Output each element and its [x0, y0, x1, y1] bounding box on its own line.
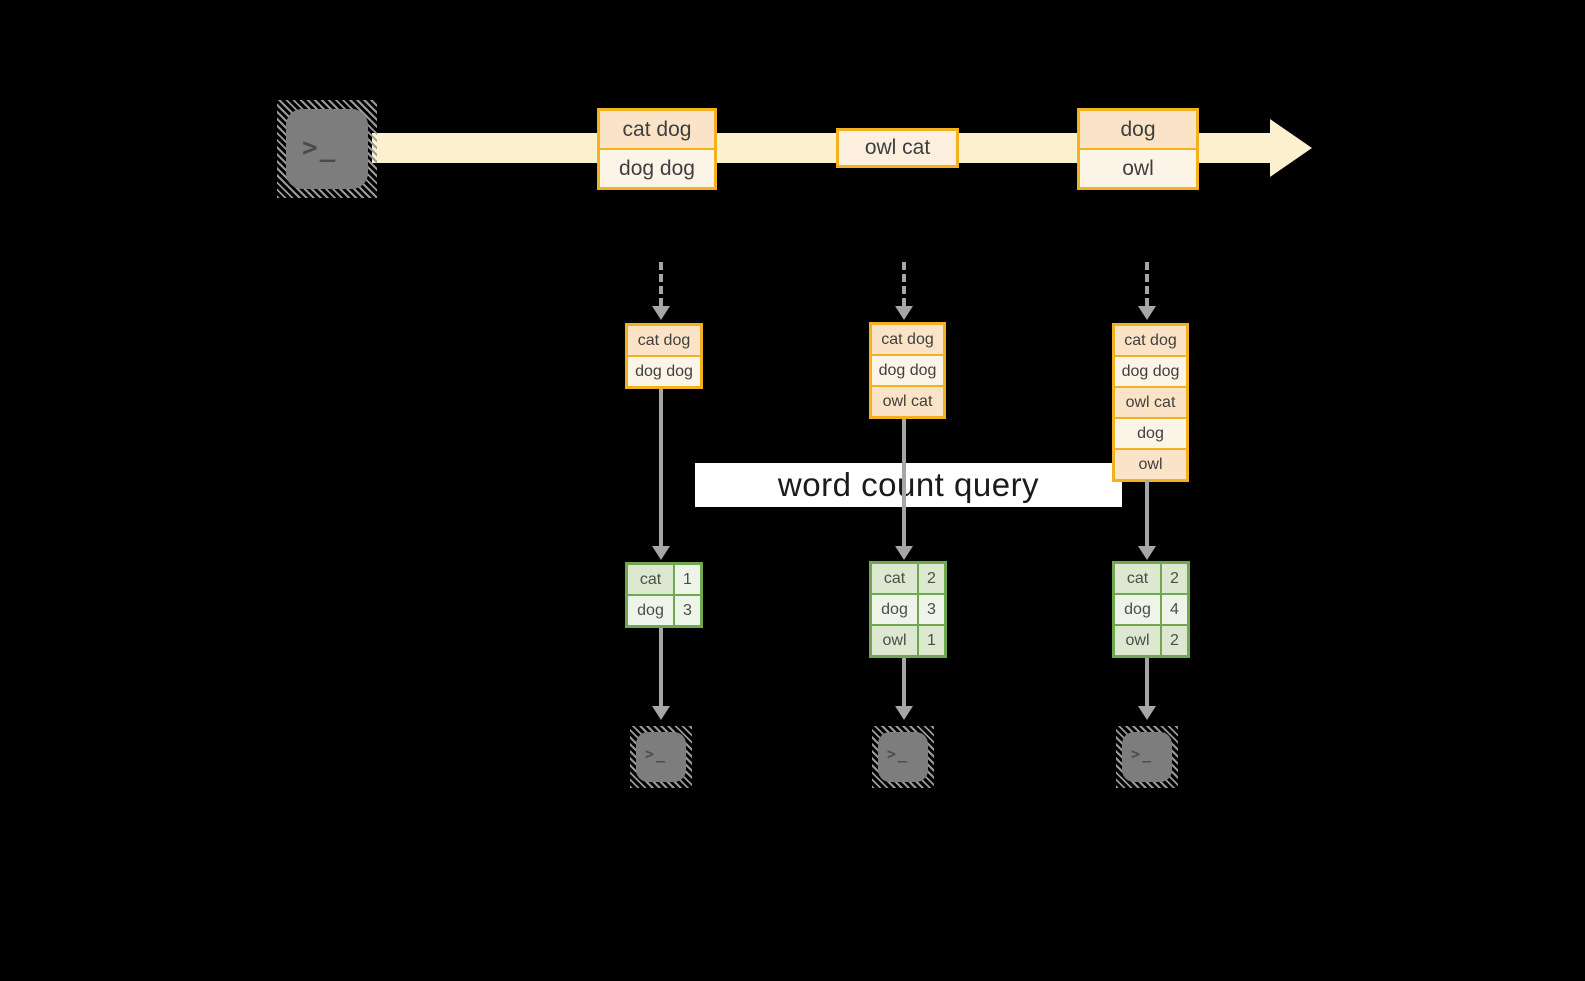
- state-row: owl cat: [872, 387, 943, 416]
- state-box-1: cat dog dog dog: [625, 323, 703, 389]
- count-value-cell: 4: [1162, 595, 1187, 624]
- stream-event-box-2: owl cat: [836, 128, 959, 168]
- sink-arrow-line-3: [1145, 658, 1149, 706]
- count-table-2: cat 2 dog 3 owl 1: [869, 561, 947, 658]
- count-row: owl 2: [1115, 626, 1187, 655]
- count-row: cat 2: [1115, 564, 1187, 593]
- terminal-icon-body: >_: [1122, 732, 1172, 782]
- state-row: cat dog: [628, 326, 700, 355]
- count-value-cell: 2: [1162, 564, 1187, 593]
- sink-arrow-line-2: [902, 658, 906, 706]
- state-row: owl cat: [1115, 388, 1186, 417]
- count-value-cell: 3: [675, 596, 700, 625]
- state-row: dog: [1115, 419, 1186, 448]
- dashed-arrowhead-icon-2: [895, 306, 913, 320]
- query-arrowhead-icon-2: [895, 546, 913, 560]
- state-row: cat dog: [1115, 326, 1186, 355]
- sink-arrowhead-icon-2: [895, 706, 913, 720]
- dashed-arrow-line-2: [902, 262, 906, 306]
- count-value-cell: 3: [919, 595, 944, 624]
- sink-arrow-line-1: [659, 628, 663, 706]
- count-value-cell: 2: [919, 564, 944, 593]
- dashed-arrowhead-icon-3: [1138, 306, 1156, 320]
- count-word-cell: dog: [872, 595, 917, 624]
- event-row: dog dog: [600, 150, 714, 187]
- sink-terminal-icon-1: >_: [630, 726, 692, 788]
- count-value-cell: 1: [919, 626, 944, 655]
- sink-terminal-icon-2: >_: [872, 726, 934, 788]
- terminal-icon-body: >_: [636, 732, 686, 782]
- state-box-2: cat dog dog dog owl cat: [869, 322, 946, 419]
- count-row: cat 1: [628, 565, 700, 594]
- count-row: owl 1: [872, 626, 944, 655]
- query-arrow-line-1: [659, 389, 663, 546]
- count-row: dog 3: [628, 596, 700, 625]
- event-row: owl cat: [839, 131, 956, 165]
- count-row: dog 3: [872, 595, 944, 624]
- query-arrowhead-icon-1: [652, 546, 670, 560]
- terminal-icon-body: >_: [878, 732, 928, 782]
- dashed-arrow-line-1: [659, 262, 663, 306]
- count-table-3: cat 2 dog 4 owl 2: [1112, 561, 1190, 658]
- count-row: cat 2: [872, 564, 944, 593]
- query-arrow-line-3: [1145, 480, 1149, 546]
- stream-event-box-3: dog owl: [1077, 108, 1199, 190]
- terminal-prompt-glyph: >_: [887, 745, 910, 763]
- count-value-cell: 1: [675, 565, 700, 594]
- stream-event-box-1: cat dog dog dog: [597, 108, 717, 190]
- dashed-arrowhead-icon-1: [652, 306, 670, 320]
- state-row: cat dog: [872, 325, 943, 354]
- count-table-1: cat 1 dog 3: [625, 562, 703, 628]
- count-word-cell: cat: [1115, 564, 1160, 593]
- state-row: owl: [1115, 450, 1186, 479]
- source-terminal-icon: >_: [277, 100, 377, 198]
- event-row: cat dog: [600, 111, 714, 148]
- terminal-prompt-glyph: >_: [1131, 745, 1154, 763]
- query-label-band: word count query: [695, 463, 1122, 507]
- dashed-arrow-line-3: [1145, 262, 1149, 306]
- event-row: dog: [1080, 111, 1196, 148]
- sink-terminal-icon-3: >_: [1116, 726, 1178, 788]
- event-row: owl: [1080, 150, 1196, 187]
- count-word-cell: cat: [628, 565, 673, 594]
- count-word-cell: owl: [1115, 626, 1160, 655]
- terminal-icon-body: >_: [286, 109, 368, 189]
- state-row: dog dog: [1115, 357, 1186, 386]
- count-row: dog 4: [1115, 595, 1187, 624]
- terminal-prompt-glyph: >_: [302, 133, 338, 163]
- count-value-cell: 2: [1162, 626, 1187, 655]
- count-word-cell: owl: [872, 626, 917, 655]
- terminal-prompt-glyph: >_: [645, 745, 668, 763]
- state-box-3: cat dog dog dog owl cat dog owl: [1112, 323, 1189, 482]
- sink-arrowhead-icon-1: [652, 706, 670, 720]
- query-arrow-line-2: [902, 419, 906, 546]
- count-word-cell: dog: [628, 596, 673, 625]
- state-row: dog dog: [628, 357, 700, 386]
- sink-arrowhead-icon-3: [1138, 706, 1156, 720]
- count-word-cell: dog: [1115, 595, 1160, 624]
- query-arrowhead-icon-3: [1138, 546, 1156, 560]
- query-label: word count query: [777, 466, 1040, 503]
- state-row: dog dog: [872, 356, 943, 385]
- stream-arrowhead-icon: [1270, 119, 1312, 177]
- count-word-cell: cat: [872, 564, 917, 593]
